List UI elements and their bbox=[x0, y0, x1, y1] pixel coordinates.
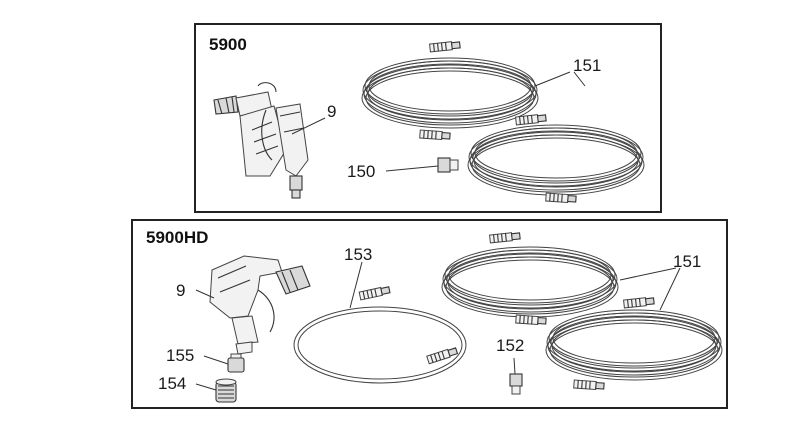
swivel-fitting-icon bbox=[227, 353, 245, 373]
callout-label-hose: 151 bbox=[573, 56, 601, 75]
kit-5900hd-panel: 5900HD 9 153 bbox=[131, 219, 728, 409]
callout-leader-hose bbox=[619, 267, 681, 311]
callout-leader-swivel bbox=[203, 355, 229, 365]
kit-5900-panel: 5900 9 bbox=[194, 23, 662, 213]
callout-label-gun: 9 bbox=[327, 102, 336, 121]
nipple-fitting-icon bbox=[437, 157, 459, 173]
callout-label-fitting: 152 bbox=[496, 336, 524, 355]
callout-leader-adapter bbox=[195, 383, 217, 391]
callout-label-adapter: 154 bbox=[158, 374, 186, 393]
whip-hose-icon bbox=[293, 285, 467, 384]
callout-label-whip: 153 bbox=[344, 245, 372, 264]
callout-leader-whip bbox=[349, 261, 363, 309]
callout-leader-fitting bbox=[513, 357, 516, 375]
callout-leader-fitting bbox=[385, 165, 439, 172]
callout-leader-gun bbox=[291, 117, 326, 135]
spray-gun-icon bbox=[213, 82, 309, 199]
callout-leader-hose bbox=[534, 71, 586, 87]
kit-5900hd-title: 5900HD bbox=[146, 228, 208, 247]
callout-label-swivel: 155 bbox=[166, 346, 194, 365]
callout-label-fitting: 150 bbox=[347, 162, 375, 181]
kit-5900-title: 5900 bbox=[209, 35, 247, 54]
nipple-fitting-icon bbox=[509, 373, 523, 395]
callout-label-hose: 151 bbox=[673, 252, 701, 271]
threaded-adapter-icon bbox=[215, 378, 237, 403]
callout-label-gun: 9 bbox=[176, 281, 185, 300]
callout-leader-gun bbox=[195, 289, 215, 299]
spray-gun-icon bbox=[209, 255, 311, 355]
